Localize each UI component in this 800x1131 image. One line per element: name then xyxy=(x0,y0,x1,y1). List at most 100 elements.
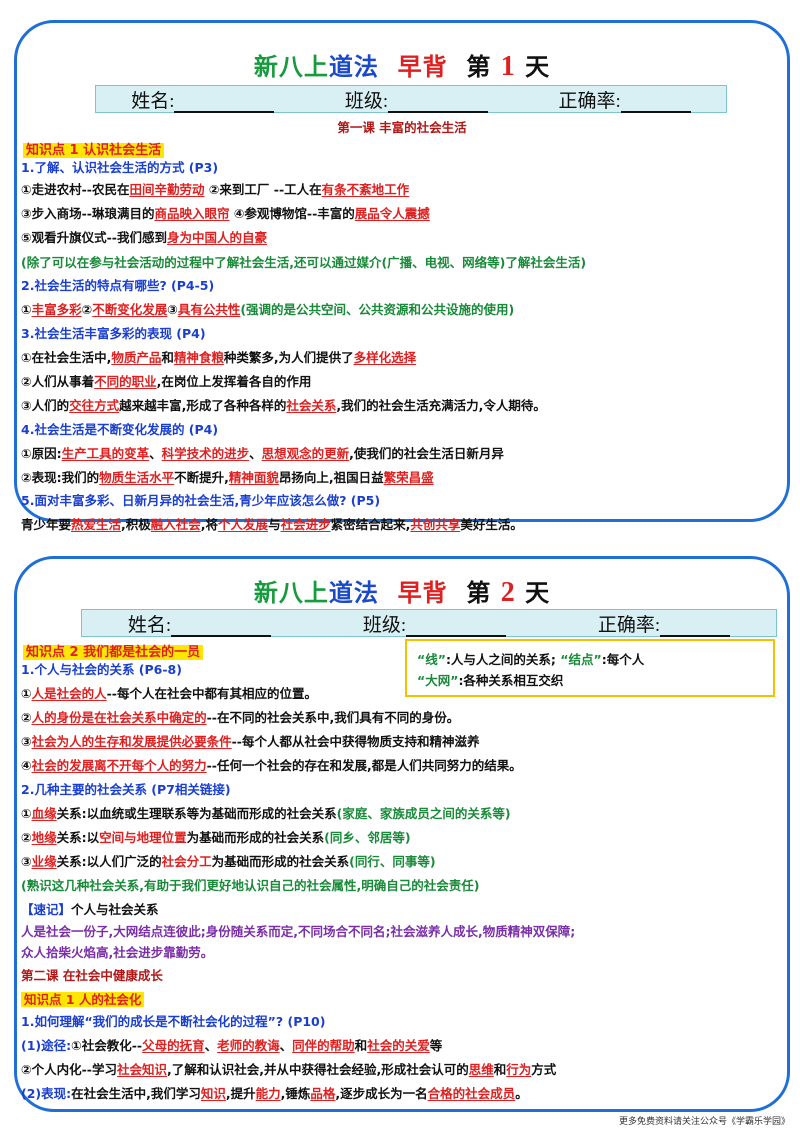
text-segment: ④参观博物馆--丰富的 xyxy=(229,206,355,221)
text-segment: 社会分工 xyxy=(161,854,212,869)
text-segment: 、 xyxy=(249,446,262,461)
text-segment: 1.个人与社会的关系 (P6-8) xyxy=(21,662,182,677)
answer-key-term: 合格的社会成员 xyxy=(427,1086,516,1101)
answer-key-term: 不断变化发展 xyxy=(92,302,168,317)
text-segment: ① xyxy=(21,806,32,821)
answer-key-term: 精神食粮 xyxy=(173,350,224,365)
answer-key-term: 生产工具的变革 xyxy=(61,446,150,461)
text-segment: ③步入商场--琳琅满目的 xyxy=(21,206,155,221)
answer-key-term: 社会进步 xyxy=(280,517,331,532)
text-segment: 1.如何理解“我们的成长是不断社会化的过程”? (P10) xyxy=(21,1014,326,1029)
answer-key-term: 展品令人震撼 xyxy=(354,206,430,221)
text-segment: (1)途径: xyxy=(21,1038,72,1053)
text-segment: ,锤炼 xyxy=(280,1086,311,1101)
text-segment: ② xyxy=(81,302,93,317)
text-line: (除了可以在参与社会活动的过程中了解社会生活,还可以通过媒介(广播、电视、网络等… xyxy=(21,254,586,272)
rate-label: 正确率: xyxy=(558,90,621,112)
lesson-title: 第一课 丰富的社会生活 xyxy=(337,120,467,135)
name-label: 姓名: xyxy=(127,614,172,636)
text-segment: --任何一个社会的存在和发展,都是人们共同努力的结果。 xyxy=(206,758,522,773)
mnemonic-box: “线”:人与人之间的关系; “结点”:每个人 “大网”:各种关系相互交织 xyxy=(405,639,775,697)
text-segment: 和 xyxy=(354,1038,368,1053)
text-segment: 众人拾柴火焰高,社会进步靠勤劳。 xyxy=(21,945,214,960)
text-line: 2.社会生活的特点有哪些? (P4-5) xyxy=(21,277,214,295)
text-segment: (2)表现: xyxy=(21,1086,72,1101)
answer-key-term: 商品映入眼帘 xyxy=(154,206,230,221)
text-segment: (同行、同事等) xyxy=(349,854,436,869)
text-segment: ,积极 xyxy=(121,517,151,532)
text-line: 2.几种主要的社会关系 (P7相关链接) xyxy=(21,781,231,799)
answer-key-term: 个人发展 xyxy=(218,517,269,532)
text-segment: 昂扬向上,祖国日益 xyxy=(278,470,384,485)
text-line: ①在社会生活中,物质产品和精神食粮种类繁多,为人们提供了多样化选择 xyxy=(21,349,416,367)
text-line: ④社会的发展离不开每个人的努力--任何一个社会的存在和发展,都是人们共同努力的结… xyxy=(21,757,522,775)
text-segment: ① xyxy=(21,686,32,701)
text-line: (1)途径:①社会教化--父母的抚育、老师的教诲、同伴的帮助和社会的关爱等 xyxy=(21,1037,442,1055)
name-field[interactable] xyxy=(174,93,275,113)
name-label: 姓名: xyxy=(131,90,175,112)
text-segment: 关系:以人们广泛的 xyxy=(56,854,162,869)
answer-key-term: 思想观念的更新 xyxy=(261,446,350,461)
text-line: ②个人内化--学习社会知识,了解和认识社会,并从中获得社会经验,形成社会认可的思… xyxy=(21,1061,556,1079)
text-segment: 空间与地理位置 xyxy=(99,830,187,845)
text-segment: 关系:以 xyxy=(56,830,100,845)
text-segment: ①在社会生活中, xyxy=(21,350,112,365)
text-segment: 第二课 在社会中健康成长 xyxy=(21,968,163,983)
answer-key-term: 身为中国人的自豪 xyxy=(166,230,267,245)
text-segment: ,我们的社会生活充满活力,令人期待。 xyxy=(336,398,546,413)
text-segment: ,在岗位上发挥着各自的作用 xyxy=(156,374,312,389)
answer-key-term: 行为 xyxy=(506,1062,532,1077)
text-segment: ,逐步成长为一名 xyxy=(335,1086,428,1101)
text-line: ①血缘关系:以血统或生理联系等为基础而形成的社会关系(家庭、家族成员之间的关系等… xyxy=(21,805,511,823)
answer-key-term: 具有公共性 xyxy=(177,302,241,317)
name-field[interactable] xyxy=(171,617,272,637)
text-segment: 、 xyxy=(204,1038,218,1053)
text-line: ⑤观看升旗仪式--我们感到身为中国人的自豪 xyxy=(21,229,267,247)
text-line: 众人拾柴火焰高,社会进步靠勤劳。 xyxy=(21,944,213,962)
text-segment: 人是社会一份子,大网结点连彼此;身份随关系而定,不同场合不同名;社会滋养人成长,… xyxy=(21,924,576,939)
text-segment: ③ xyxy=(21,854,32,869)
rate-field[interactable] xyxy=(620,93,691,113)
footer-note: 更多免费资料请关注公众号《学霸乐学园》 xyxy=(618,1117,790,1127)
text-line: ③业缘关系:以人们广泛的社会分工为基础而形成的社会关系(同行、同事等) xyxy=(21,853,436,871)
text-line: 1.个人与社会的关系 (P6-8) xyxy=(21,661,182,679)
text-segment: ,了解和认识社会,并从中获得社会经验,形成社会认可的 xyxy=(166,1062,469,1077)
answer-key-term: 知识 xyxy=(200,1086,226,1101)
class-field[interactable] xyxy=(388,93,489,113)
text-segment: 和 xyxy=(493,1062,507,1077)
answer-key-term: 社会关系 xyxy=(286,398,337,413)
text-line: ①走进农村--农民在田间辛勤劳动 ②来到工厂 --工人在有条不紊地工作 xyxy=(21,181,409,199)
text-segment: ①社会教化-- xyxy=(71,1038,143,1053)
answer-key-term: 共创共享 xyxy=(410,517,461,532)
text-line: 【速记】个人与社会关系 xyxy=(21,901,159,919)
text-segment: ,提升 xyxy=(225,1086,256,1101)
class-label: 班级: xyxy=(344,90,389,112)
text-segment: 不断提升, xyxy=(174,470,229,485)
rate-field[interactable] xyxy=(660,617,731,637)
rate-label: 正确率: xyxy=(597,614,661,636)
answer-key-term: 社会知识 xyxy=(116,1062,167,1077)
answer-key-term: 能力 xyxy=(255,1086,281,1101)
text-line: 3.社会生活丰富多彩的表现 (P4) xyxy=(21,325,206,343)
mnemonic-line-2: “大网”:各种关系相互交织 xyxy=(417,673,564,688)
answer-key-term: 老师的教诲 xyxy=(217,1038,280,1053)
class-field[interactable] xyxy=(406,617,507,637)
text-line: ②人们从事着不同的职业,在岗位上发挥着各自的作用 xyxy=(21,373,311,391)
day2-card: 新八上道法 早背 第 2 天 姓名: 班级: 正确率: 知识点 2 我们都是社会… xyxy=(14,556,790,1112)
text-line: ①人是社会的人--每个人在社会中都有其相应的位置。 xyxy=(21,685,317,703)
answer-key-term: 多样化选择 xyxy=(353,350,417,365)
answer-key-term: 地缘 xyxy=(31,830,57,845)
text-segment: ②个人内化--学习 xyxy=(21,1062,117,1077)
text-segment: ⑤观看升旗仪式--我们感到 xyxy=(21,230,167,245)
text-segment: (同乡、邻居等) xyxy=(324,830,411,845)
text-segment: ②人们从事着 xyxy=(21,374,95,389)
answer-key-term: 社会的发展离不开每个人的努力 xyxy=(31,758,207,773)
text-segment: (家庭、家族成员之间的关系等) xyxy=(336,806,511,821)
text-line: ③步入商场--琳琅满目的商品映入眼帘 ④参观博物馆--丰富的展品令人震撼 xyxy=(21,205,430,223)
text-segment: ① xyxy=(21,302,32,317)
answer-key-term: 田间辛勤劳动 xyxy=(129,182,205,197)
text-line: 5.面对丰富多彩、日新月异的社会生活,青少年应该怎么做? (P5) xyxy=(21,492,380,510)
text-segment: --每个人在社会中都有其相应的位置。 xyxy=(106,686,317,701)
text-segment: 、 xyxy=(279,1038,293,1053)
class-label: 班级: xyxy=(362,614,407,636)
